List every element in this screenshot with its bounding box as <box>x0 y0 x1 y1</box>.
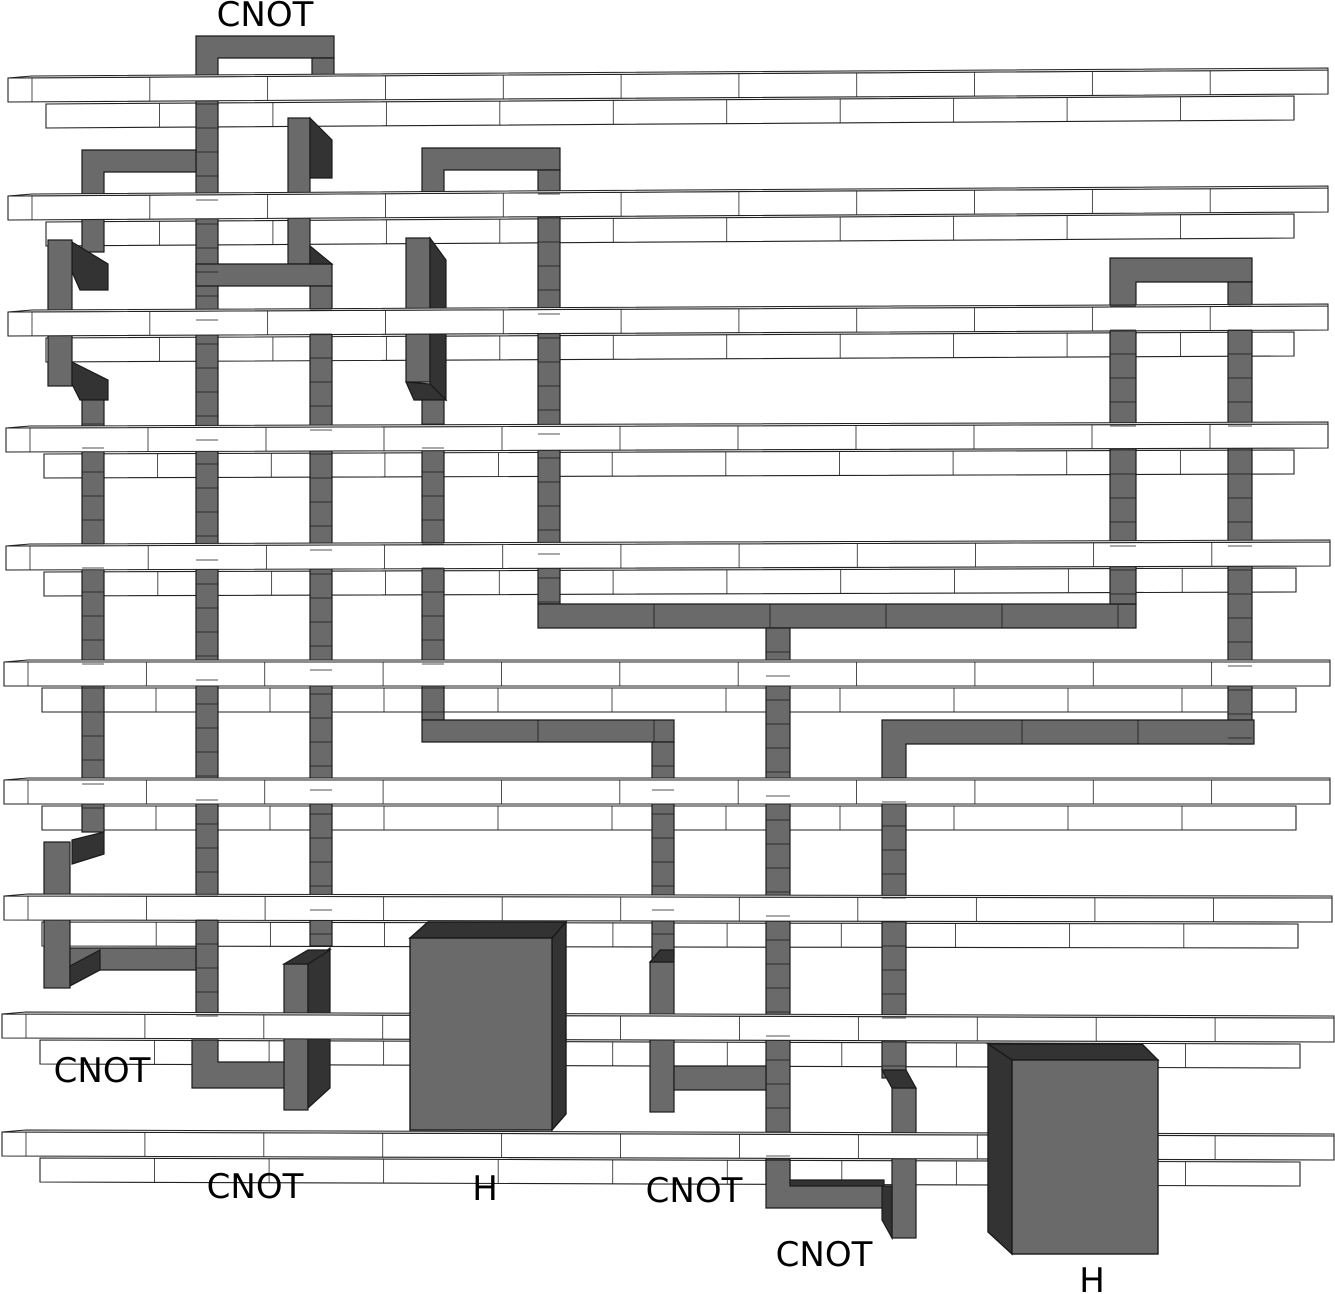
front-bar-7 <box>3 777 1331 805</box>
h-box-2 <box>985 1042 1160 1256</box>
front-bar-8 <box>3 893 1333 923</box>
front-bar-3 <box>7 303 1329 337</box>
front-bar-5 <box>5 539 1331 571</box>
gate-labels: CNOT CNOT CNOT H CNOT CNOT H <box>54 0 1105 1294</box>
back-bar-1 <box>45 95 1295 129</box>
gate-label-cnot-bottom-2: CNOT <box>646 1171 743 1211</box>
back-bar-6 <box>41 687 1297 713</box>
gate-label-cnot-top: CNOT <box>217 0 314 35</box>
gate-label-h-2: H <box>1079 1261 1105 1294</box>
gate-label-cnot-left: CNOT <box>54 1051 151 1091</box>
right-defect-loop <box>880 257 1255 1241</box>
cnot-loop-top <box>195 35 335 1021</box>
front-bar-2 <box>7 185 1329 221</box>
cnot-loop-bottom-left <box>191 946 333 1111</box>
back-bar-10 <box>39 1157 1301 1187</box>
gate-label-h-1: H <box>472 1169 498 1209</box>
front-bar-4 <box>5 421 1329 453</box>
back-bar-5 <box>43 567 1297 597</box>
h-box-1 <box>408 920 568 1132</box>
gate-label-cnot-bottom-1: CNOT <box>207 1167 304 1207</box>
gate-label-cnot-bottom-3: CNOT <box>776 1235 873 1275</box>
back-bar-2 <box>45 213 1295 247</box>
back-bar-4 <box>43 449 1295 479</box>
back-bar-3 <box>45 331 1295 363</box>
front-bar-6 <box>3 659 1331 687</box>
front-bar-9 <box>1 1011 1335 1043</box>
pipe-segment-lines <box>82 103 1252 1157</box>
front-bar-1 <box>7 67 1329 103</box>
